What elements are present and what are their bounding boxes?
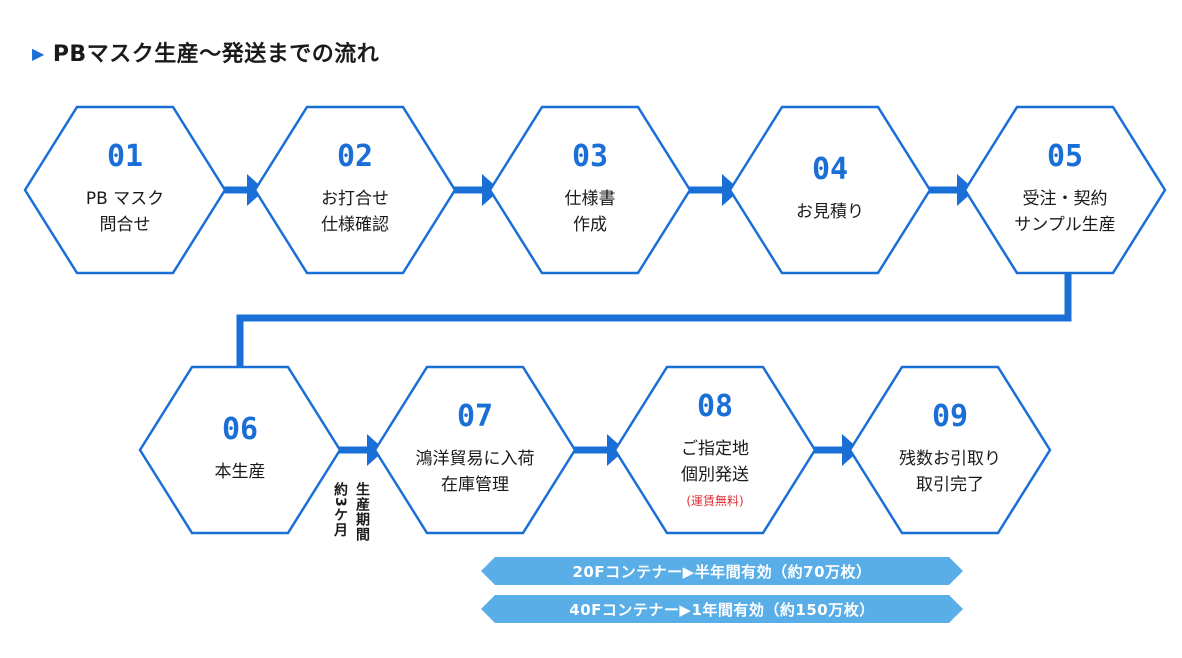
step-label-line: 本生産 <box>214 462 266 482</box>
page-title: ▶ PBマスク生産～発送までの流れ <box>32 36 379 68</box>
step-label-line: サンプル生産 <box>1014 215 1116 235</box>
step-note: (運賃無料) <box>686 493 744 508</box>
banner-background <box>481 557 963 585</box>
step-hexagon-09 <box>848 365 1052 535</box>
step-label-line: お打合せ <box>321 189 389 209</box>
step-hexagon-03 <box>488 105 692 275</box>
step-08: 08 ご指定地個別発送 (運賃無料) <box>630 390 800 510</box>
step-05: 05 受注・契約サンプル生産 <box>980 130 1150 250</box>
banner-text: 20Fコンテナー▶半年間有効（約70万枚） <box>572 562 872 581</box>
step-number: 06 <box>221 412 259 447</box>
step-07: 07 鴻洋貿易に入荷在庫管理 <box>390 390 560 510</box>
step-06: 06 本生産 <box>155 390 325 510</box>
step-label-line: 鴻洋貿易に入荷 <box>415 449 535 469</box>
step-number: 08 <box>696 388 734 424</box>
step-label-line: PB マスク <box>85 189 165 209</box>
production-period-note: 生産期間 約3ケ月 <box>331 482 371 542</box>
step-number: 01 <box>106 139 144 174</box>
title-marker-icon: ▶ <box>32 44 45 63</box>
step-01: 01 PB マスク問合せ <box>40 130 210 250</box>
step-hexagon-06 <box>138 365 342 535</box>
step-number: 04 <box>811 152 849 187</box>
production-period-duration: 約3ケ月 <box>332 482 348 538</box>
step-03: 03 仕様書作成 <box>505 130 675 250</box>
step-label-line: 残数お引取り <box>899 449 1001 469</box>
step-09: 09 残数お引取り取引完了 <box>865 390 1035 510</box>
step-label-line: 個別発送 <box>681 464 749 485</box>
step-number: 09 <box>931 399 969 434</box>
step-label-line: 仕様確認 <box>321 215 389 235</box>
banner-background <box>481 595 963 623</box>
step-hexagon-02 <box>253 105 457 275</box>
step-number: 02 <box>336 139 374 174</box>
step-label-line: 取引完了 <box>916 475 984 495</box>
step-hexagon-01 <box>23 105 227 275</box>
banner-text: 40Fコンテナー▶1年間有効（約150万枚） <box>569 600 875 619</box>
step-02: 02 お打合せ仕様確認 <box>270 130 440 250</box>
page-title-text: PBマスク生産～発送までの流れ <box>52 42 380 67</box>
step-label-line: 受注・契約 <box>1022 189 1108 209</box>
step-number: 05 <box>1046 139 1084 174</box>
step-label-line: ご指定地 <box>681 438 749 459</box>
step-label-line: 仕様書 <box>564 189 616 209</box>
container-banner-40f: 40Fコンテナー▶1年間有効（約150万枚） <box>481 595 963 623</box>
step-label-line: 在庫管理 <box>441 475 509 495</box>
step-hexagons <box>23 105 1167 535</box>
step-label-line: 問合せ <box>99 215 151 235</box>
container-banner-20f: 20Fコンテナー▶半年間有効（約70万枚） <box>481 557 963 585</box>
step-hexagon-07 <box>373 365 577 535</box>
step-04: 04 お見積り <box>745 130 915 250</box>
step-hexagon-08 <box>613 365 817 535</box>
step-hexagon-05 <box>963 105 1167 275</box>
connector-elbow <box>236 273 1072 367</box>
step-number: 03 <box>571 139 609 174</box>
production-period-label: 生産期間 <box>354 482 370 542</box>
step-number: 07 <box>456 399 494 434</box>
step-label-line: お見積り <box>796 202 864 222</box>
step-label-line: 作成 <box>573 215 607 235</box>
step-hexagon-04 <box>728 105 932 275</box>
